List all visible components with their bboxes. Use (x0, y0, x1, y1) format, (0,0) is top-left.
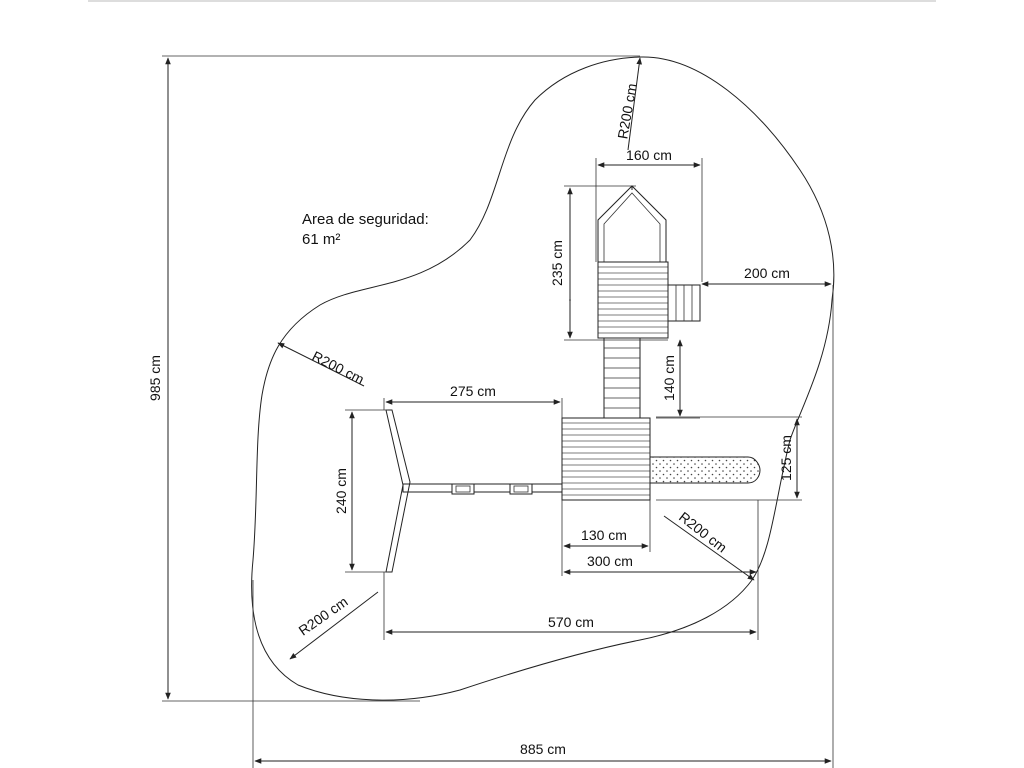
radius-left-label: R200 cm (310, 348, 367, 388)
dim-overall-height: 985 cm (147, 55, 640, 702)
dim-300-label: 300 cm (587, 553, 633, 569)
dim-985-label: 985 cm (147, 355, 163, 401)
main-platform (561, 417, 651, 501)
safety-area-label: Area de seguridad: (302, 211, 429, 228)
radius-right-label: R200 cm (676, 509, 730, 556)
dim-300: 300 cm (563, 500, 759, 640)
dim-tower-height: 235 cm (549, 185, 668, 341)
dim-slide-125: 125 cm (656, 416, 802, 501)
radius-top: R200 cm (614, 57, 642, 151)
safety-area-value: 61 m² (302, 231, 340, 248)
side-ladder (667, 284, 701, 322)
radius-bottom-left-label: R200 cm (296, 593, 351, 638)
radius-right: R200 cm (663, 509, 755, 581)
dim-160-label: 160 cm (626, 147, 672, 163)
dim-885-label: 885 cm (520, 741, 566, 757)
dim-275-label: 275 cm (450, 383, 496, 399)
dim-tower-width: 160 cm (595, 147, 703, 282)
dim-275: 275 cm (383, 383, 563, 418)
safety-zone-outline (251, 56, 835, 701)
dim-235-label: 235 cm (549, 240, 565, 286)
dim-125-label: 125 cm (778, 435, 794, 481)
dim-130-label: 130 cm (581, 527, 627, 543)
radius-top-label: R200 cm (614, 82, 639, 140)
slide (649, 456, 761, 484)
dim-240-label: 240 cm (333, 468, 349, 514)
dim-overall-width: 885 cm (252, 285, 834, 768)
dim-200-label: 200 cm (744, 265, 790, 281)
radius-bottom-left: R200 cm (289, 591, 379, 660)
swing-set (385, 409, 563, 573)
climbing-ladder (603, 337, 641, 419)
dim-570-label: 570 cm (548, 614, 594, 630)
tower-deck (597, 261, 669, 339)
dim-clearance: 200 cm (701, 265, 832, 287)
dim-ladder-140: 140 cm (656, 339, 700, 419)
dim-140-label: 140 cm (661, 355, 677, 401)
dim-130: 130 cm (561, 500, 651, 576)
dim-240: 240 cm (333, 409, 388, 573)
tower-roof (597, 185, 667, 263)
dim-570: 570 cm (383, 572, 757, 640)
radius-left: R200 cm (277, 342, 367, 388)
